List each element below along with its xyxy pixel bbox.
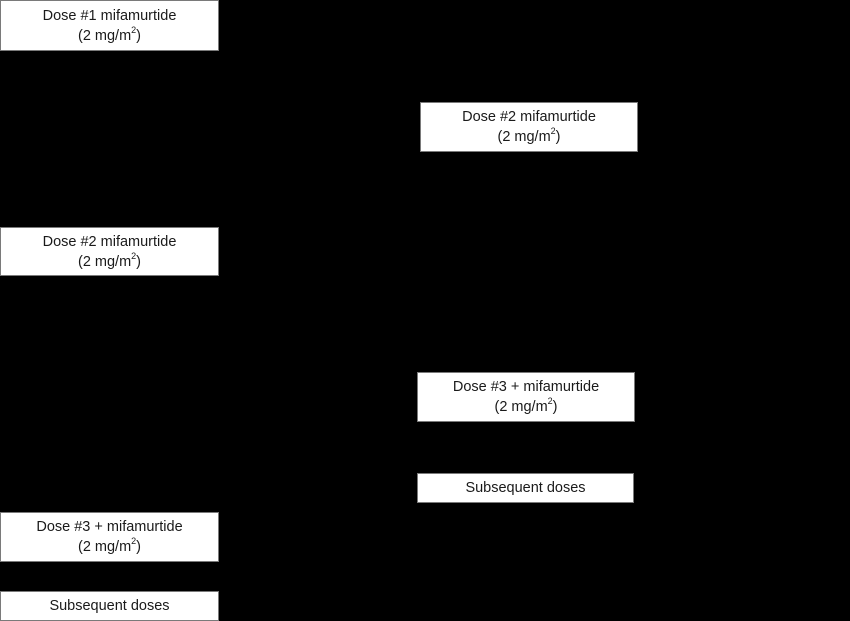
right-dose-3-box: Dose #3 + mifamurtide (2 mg/m2)	[417, 372, 635, 422]
left-dose-2-box: Dose #2 mifamurtide (2 mg/m2)	[0, 227, 219, 276]
dose-amount: (2 mg/m2)	[77, 24, 142, 44]
dose-amount: (2 mg/m2)	[77, 536, 142, 555]
dose-title: Dose #1 mifamurtide	[42, 7, 177, 24]
left-dose-3-box: Dose #3 + mifamurtide (2 mg/m2)	[0, 512, 219, 562]
right-dose-2-box: Dose #2 mifamurtide (2 mg/m2)	[420, 102, 638, 152]
box-title: Subsequent doses	[49, 598, 170, 614]
left-subsequent-doses-box: Subsequent doses	[0, 591, 219, 621]
dose-title: Dose #2 mifamurtide	[462, 109, 596, 125]
dose-title: Dose #2 mifamurtide	[42, 233, 177, 250]
dose-amount: (2 mg/m2)	[77, 250, 142, 270]
dose-amount: (2 mg/m2)	[494, 396, 558, 415]
dose-amount: (2 mg/m2)	[497, 126, 561, 145]
box-title: Subsequent doses	[465, 480, 586, 496]
dose-title: Dose #3 + mifamurtide	[452, 379, 600, 395]
right-subsequent-doses-box: Subsequent doses	[417, 473, 634, 503]
left-dose-1-box: Dose #1 mifamurtide (2 mg/m2)	[0, 0, 219, 51]
dose-title: Dose #3 + mifamurtide	[36, 519, 183, 535]
